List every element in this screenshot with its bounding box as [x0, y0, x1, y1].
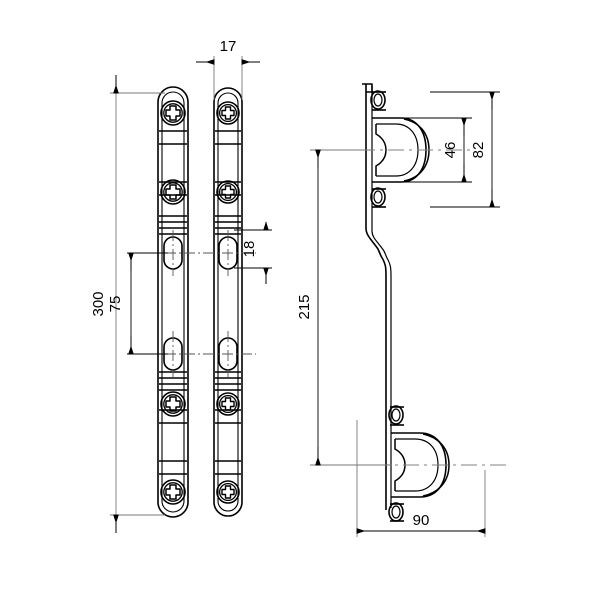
- dimension-depth-90: [356, 420, 486, 537]
- screw-head: [160, 179, 186, 205]
- dimension-height-300: [110, 75, 165, 533]
- dimension-label-46: 46: [442, 142, 459, 159]
- side-view-bracket: [362, 83, 450, 522]
- screw-head: [216, 392, 240, 416]
- screw-head: [216, 101, 240, 125]
- dimension-label-82: 82: [470, 142, 487, 159]
- dimension-label-18: 18: [241, 241, 258, 258]
- screw-head: [216, 480, 240, 504]
- upper-mount-boss: [370, 187, 386, 208]
- dimension-pitch-75: [127, 252, 168, 355]
- slot-centerlines-right: [203, 230, 256, 377]
- dimension-label-90: 90: [413, 512, 430, 529]
- dimension-label-75: 75: [107, 296, 124, 313]
- screw-head: [216, 180, 240, 204]
- dimension-label-17: 17: [220, 38, 237, 55]
- lower-mount-boss: [388, 405, 404, 426]
- dimension-label-300: 300: [90, 291, 107, 316]
- dimension-bore-46: [392, 117, 472, 183]
- upper-mount-boss: [370, 90, 386, 111]
- screw-head: [160, 100, 186, 126]
- dimension-width-17: [196, 56, 260, 100]
- dimension-collar-82: [430, 91, 500, 208]
- screw-head: [160, 391, 186, 417]
- dimension-offset-215: [310, 149, 392, 466]
- lower-mount-boss: [388, 502, 404, 522]
- screw-head: [160, 479, 186, 505]
- dimension-label-215: 215: [296, 294, 313, 319]
- dimension-slot-18: [234, 221, 272, 284]
